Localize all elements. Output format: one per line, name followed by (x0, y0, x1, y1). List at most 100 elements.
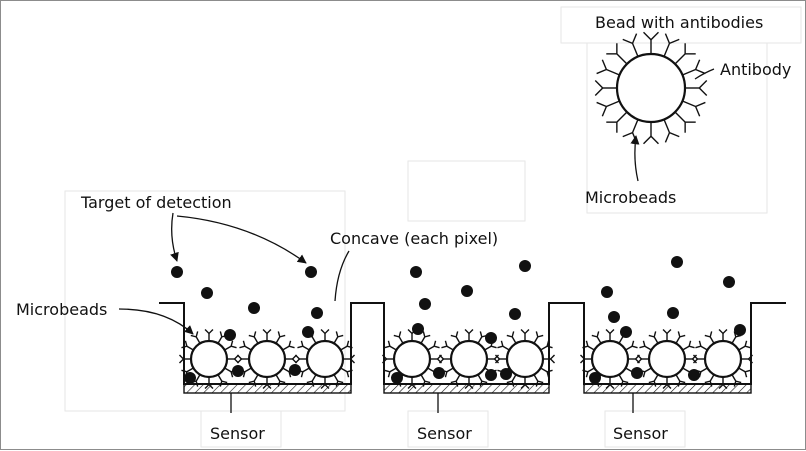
antibody-mark (297, 340, 310, 351)
antibody-mark (204, 377, 214, 390)
microbead (579, 328, 641, 390)
target-molecule (671, 256, 683, 268)
antibody-mark (741, 354, 754, 364)
label-microbeads-left: Microbeads (16, 300, 107, 319)
antibody-mark (343, 354, 356, 364)
target-molecule (419, 298, 431, 310)
antibody-mark (497, 340, 510, 351)
antibody-mark (217, 374, 228, 387)
target-molecule (461, 285, 473, 297)
bead-core (590, 339, 630, 379)
sensor-strip-2 (383, 383, 550, 394)
antibody-mark (622, 33, 639, 57)
bead-core (392, 339, 432, 379)
sensor-strips (183, 383, 752, 394)
microbeads-top-arrow (630, 135, 640, 182)
antibody-mark (685, 80, 708, 96)
antibody-mark (306, 374, 317, 387)
antibody-mark (648, 331, 659, 344)
target-molecule (667, 307, 679, 319)
antibody-mark (606, 111, 628, 133)
antibody-mark (420, 331, 431, 344)
antibody-mark (450, 374, 461, 387)
target-molecule (410, 266, 422, 278)
antibody-mark (533, 374, 544, 387)
target-molecule (723, 276, 735, 288)
labels: Bead with antibodies Antibody Microbeads… (16, 13, 791, 443)
antibody-mark (674, 111, 696, 133)
microbeads-in-wells (178, 328, 754, 390)
antibody-mark (224, 340, 237, 351)
target-molecule (224, 329, 236, 341)
antibody-mark (204, 328, 214, 341)
target-molecule (171, 266, 183, 278)
antibody-mark (704, 331, 715, 344)
example-bead-with-antibodies (594, 31, 708, 145)
antibody-mark (407, 377, 417, 390)
antibody-mark (579, 354, 592, 364)
antibody-mark (320, 328, 330, 341)
target-molecule (688, 369, 700, 381)
antibody-mark (540, 367, 553, 378)
microbead (636, 328, 698, 390)
label-backgrounds (64, 6, 802, 448)
antibody-mark (494, 354, 507, 364)
antibody-mark (340, 340, 353, 351)
antibody-mark (605, 377, 615, 390)
target-molecule (412, 323, 424, 335)
antibody-mark (520, 328, 530, 341)
target-molecule (232, 365, 244, 377)
antibody-mark (738, 367, 751, 378)
antibody-mark (384, 367, 397, 378)
antibody-mark (178, 354, 191, 364)
target-molecule (601, 286, 613, 298)
antibody-mark (333, 374, 344, 387)
label-antibody: Antibody (720, 60, 791, 79)
antibody-mark (596, 59, 620, 76)
antibody-mark (381, 354, 394, 364)
antibody-mark (704, 374, 715, 387)
target-molecule (485, 332, 497, 344)
concave-leader (334, 250, 350, 302)
antibody-mark (718, 328, 728, 341)
bead-core (647, 339, 687, 379)
target-molecule (433, 367, 445, 379)
bead-core (449, 339, 489, 379)
antibody-mark (275, 331, 286, 344)
antibody-mark (618, 374, 629, 387)
antibody-mark (294, 354, 307, 364)
antibody-mark (663, 119, 680, 143)
target-molecule (589, 372, 601, 384)
antibody-mark (643, 122, 659, 145)
antibody-mark (682, 340, 695, 351)
target-molecule (248, 302, 260, 314)
antibody-mark (393, 331, 404, 344)
antibody-mark (675, 374, 686, 387)
label-target-of-detection: Target of detection (80, 193, 232, 212)
antibody-mark (674, 43, 696, 65)
bead-core (247, 339, 287, 379)
target-molecule (519, 260, 531, 272)
antibody-mark (606, 43, 628, 65)
antibody-mark (420, 374, 431, 387)
antibody-mark (695, 340, 708, 351)
target-molecule (289, 364, 301, 376)
bead-core (615, 52, 687, 124)
target-arrow-right (176, 215, 307, 264)
target-molecule (184, 372, 196, 384)
antibody-mark (438, 354, 451, 364)
antibody-mark (248, 331, 259, 344)
antibody-mark (540, 340, 553, 351)
antibody-mark (506, 374, 517, 387)
antibody-mark (692, 354, 705, 364)
antibody-mark (643, 31, 659, 54)
antibody-mark (625, 340, 638, 351)
antibody-mark (190, 331, 201, 344)
label-sensor-1: Sensor (210, 424, 265, 443)
target-molecule (201, 287, 213, 299)
bead-core (505, 339, 545, 379)
antibody-mark (275, 374, 286, 387)
antibody-mark (248, 374, 259, 387)
